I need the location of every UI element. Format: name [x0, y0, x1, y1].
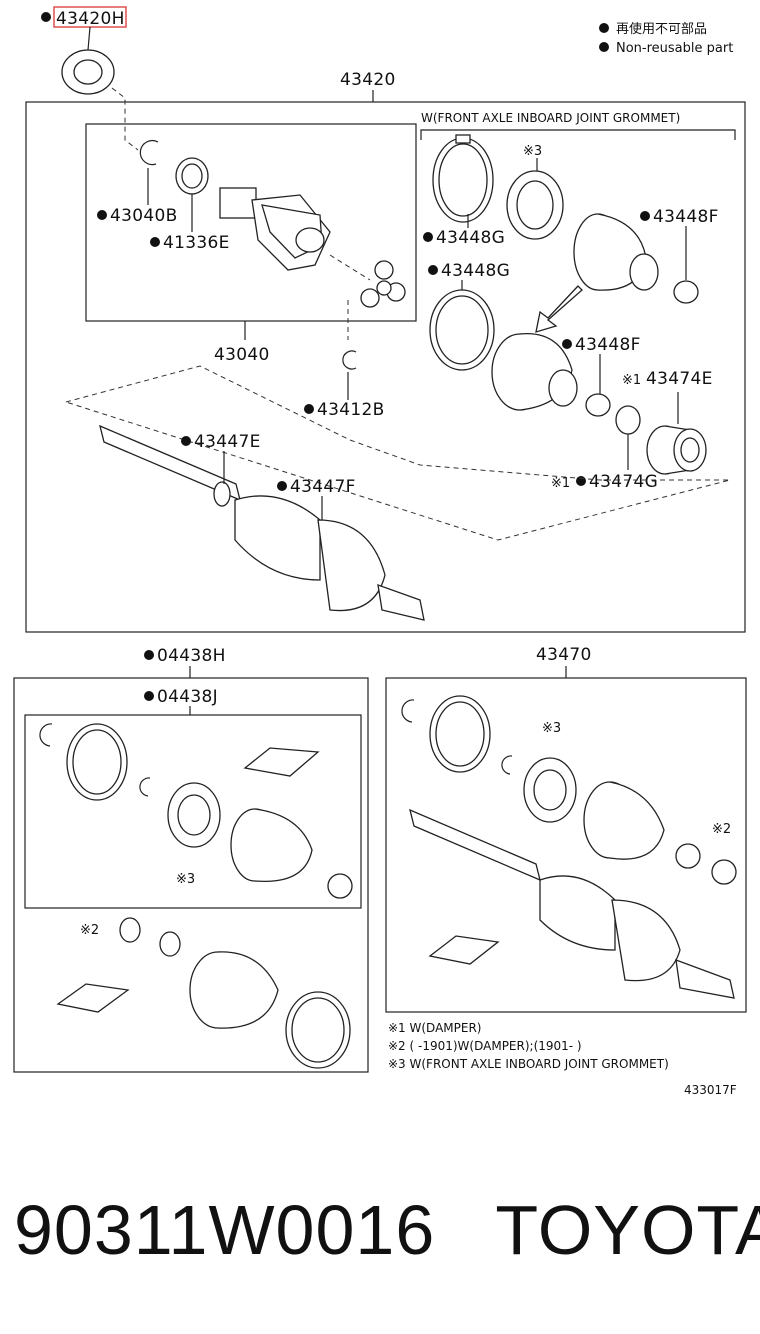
label-43448G-a[interactable]: 43448G: [436, 228, 505, 248]
box-43470: [385, 677, 747, 1013]
non-reusable-dot: [41, 12, 51, 22]
legend-en: Non-reusable part: [616, 41, 733, 56]
kit-parts-left: [39, 723, 353, 899]
legend-dot-jp: [599, 23, 609, 33]
oil-seal-part: [61, 26, 115, 95]
part-caption: 90311W0016 TOYOTA: [14, 1190, 760, 1270]
label-43470[interactable]: 43470: [536, 645, 592, 665]
kit-parts-left-lower: [56, 917, 351, 1069]
label-43448F-b[interactable]: 43448F: [575, 335, 641, 355]
label-43448G-b[interactable]: 43448G: [441, 261, 510, 281]
box-04438H: [13, 677, 369, 1073]
group-43040-label[interactable]: 43040: [214, 345, 270, 365]
label-43448F-a[interactable]: 43448F: [653, 207, 719, 227]
mark2-left: ※2: [80, 923, 99, 938]
clamp-43448F-b-part: [585, 393, 611, 417]
shaft-parts-right: [401, 695, 737, 999]
label-43474G[interactable]: 43474G: [589, 472, 658, 492]
boot-part-top-right: [573, 213, 659, 291]
footnote-2: ※2 ( -1901)W(DAMPER);(1901- ): [388, 1039, 582, 1053]
box-04438J: [24, 714, 362, 909]
part-number: 90311W0016: [14, 1191, 436, 1269]
label-04438J[interactable]: 04438J: [157, 687, 218, 707]
label-43412B[interactable]: 43412B: [317, 400, 385, 420]
group-43040-box: [85, 123, 417, 322]
snap-ring-part: [139, 139, 159, 166]
svg-text:※1: ※1: [551, 476, 570, 491]
boot-part-center: [491, 333, 578, 411]
legend-dot-en: [599, 42, 609, 52]
diagram-id: 433017F: [684, 1083, 737, 1097]
label-04438H[interactable]: 04438H: [157, 646, 226, 666]
brand-name: TOYOTA: [495, 1191, 760, 1269]
top-tag-label[interactable]: 43420H: [56, 9, 125, 29]
clamp-43474G-part: [615, 405, 641, 435]
tripod-part: [360, 260, 406, 308]
inboard-joint-housing: [219, 187, 331, 271]
label-43474E[interactable]: 43474E: [646, 369, 713, 389]
label-43447F[interactable]: 43447F: [290, 477, 356, 497]
label-43040B[interactable]: 43040B: [110, 206, 178, 226]
snap-ring-43412B: [342, 350, 357, 370]
footnote-3: ※3 W(FRONT AXLE INBOARD JOINT GROMMET): [388, 1057, 669, 1071]
assembly-top-box: [25, 101, 746, 633]
label-43447E[interactable]: 43447E: [194, 432, 261, 452]
damper-part: [646, 425, 707, 475]
mark3-right: ※3: [542, 721, 561, 736]
clamp-43448F-part: [673, 280, 699, 304]
drive-shaft-part: [99, 424, 425, 621]
assembly-top-note: W(FRONT AXLE INBOARD JOINT GROMMET): [421, 111, 680, 125]
svg-text:※1: ※1: [622, 373, 641, 388]
mark2-right: ※2: [712, 822, 731, 837]
mark3-top: ※3: [523, 144, 542, 159]
mark3-left: ※3: [176, 872, 195, 887]
direction-arrow-icon: [535, 285, 583, 333]
legend-jp: 再使用不可部品: [616, 21, 707, 37]
footnote-1: ※1 W(DAMPER): [388, 1021, 481, 1035]
assembly-top-number[interactable]: 43420: [340, 70, 396, 90]
label-41336E[interactable]: 41336E: [163, 233, 230, 253]
